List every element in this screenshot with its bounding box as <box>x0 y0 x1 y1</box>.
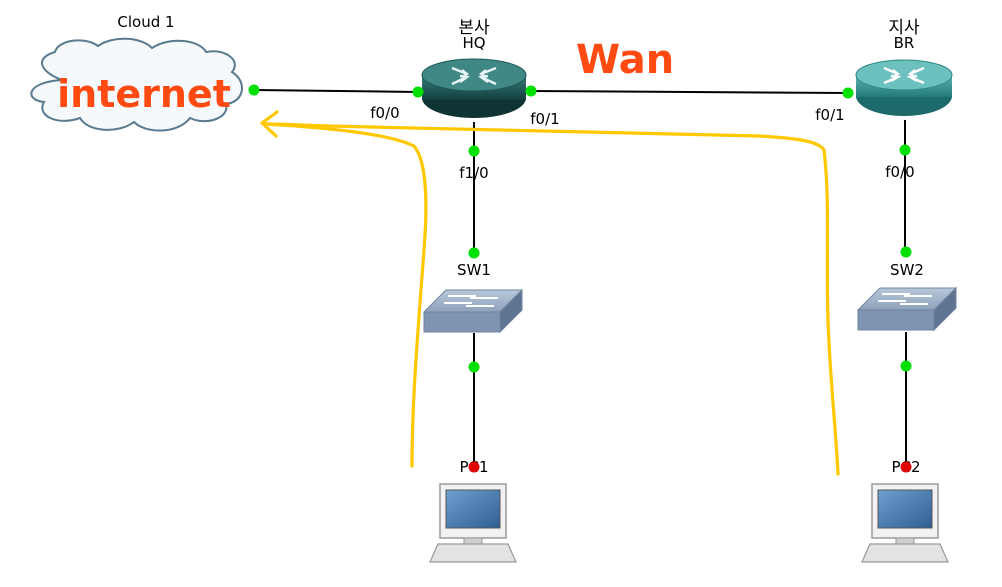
router-hq-label: HQ <box>462 34 485 52</box>
flow-path-pc1 <box>264 122 428 468</box>
link-cloud-hq[interactable] <box>253 89 419 93</box>
flow-arrowhead-icon <box>260 110 279 138</box>
cloud-shape <box>30 37 243 132</box>
router-br[interactable]: 지사 BR <box>855 18 953 116</box>
link-hq-br-wan[interactable] <box>529 90 849 94</box>
port-dot-sw1-down <box>468 361 480 373</box>
switch-sw2[interactable]: SW2 <box>856 261 958 332</box>
interface-label-hq-f0-0: f0/0 <box>370 104 399 122</box>
pc-keyboard <box>429 543 517 563</box>
cloud-internet[interactable]: Cloud 1 internet <box>30 13 243 132</box>
pc-screen <box>445 489 501 529</box>
switch-arrows-icon <box>444 295 498 307</box>
port-dot-hq-f1-0 <box>468 145 480 157</box>
router-hq-korean-label: 본사 <box>458 18 490 38</box>
port-dot-br-f0-1 <box>842 87 854 99</box>
port-dot-br-f0-0 <box>899 144 911 156</box>
interface-label-hq-f0-1: f0/1 <box>530 110 559 128</box>
pc-pc1[interactable]: PC1 <box>429 458 517 563</box>
port-dot-sw1-up <box>468 247 480 259</box>
router-br-korean-label: 지사 <box>888 18 920 38</box>
router-arrows-icon <box>451 66 497 86</box>
traffic-flow-annotation <box>260 110 840 476</box>
interface-labels: f0/0 f0/1 f1/0 f0/1 f0/0 <box>370 104 914 182</box>
port-dot-hq-f0-0 <box>412 86 424 98</box>
port-dot-pc1 <box>468 461 480 473</box>
pc-keyboard <box>861 543 949 563</box>
cloud-name-label: Cloud 1 <box>117 13 174 31</box>
interface-label-br-f0-0: f0/0 <box>885 163 914 181</box>
router-br-label: BR <box>894 34 915 52</box>
port-indicators <box>248 84 912 473</box>
router-hq[interactable]: 본사 HQ <box>421 18 527 118</box>
port-dot-sw2-up <box>900 246 912 258</box>
router-arrows-icon <box>883 66 925 85</box>
switch-sw2-label: SW2 <box>890 261 924 279</box>
switch-sw1-label: SW1 <box>457 261 491 279</box>
pc-pc2[interactable]: PC2 <box>861 458 949 563</box>
interface-label-br-f0-1: f0/1 <box>815 106 844 124</box>
wan-handwritten-label: Wan <box>576 37 674 83</box>
links <box>253 89 907 467</box>
port-dot-cloud <box>248 84 260 96</box>
pc-screen <box>877 489 933 529</box>
switch-arrows-icon <box>878 293 932 305</box>
interface-label-hq-f1-0: f1/0 <box>459 164 488 182</box>
flow-path-pc2 <box>264 122 840 476</box>
port-dot-sw2-down <box>900 360 912 372</box>
cloud-internet-text: internet <box>57 72 231 116</box>
port-dot-hq-f0-1 <box>525 85 537 97</box>
port-dot-pc2 <box>900 461 912 473</box>
switch-sw1[interactable]: SW1 <box>422 261 524 334</box>
